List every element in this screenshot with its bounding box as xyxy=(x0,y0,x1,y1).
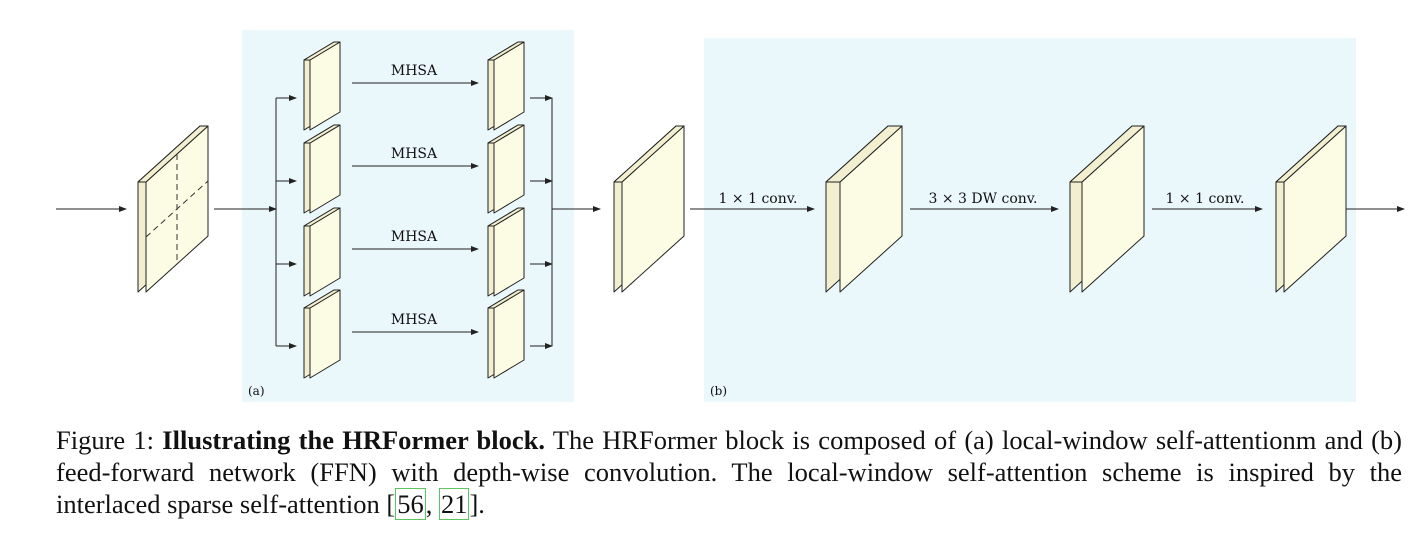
input-feature-map xyxy=(137,125,209,293)
mhsa-label-3: MHSA xyxy=(391,229,438,245)
caption-title: Illustrating the HRFormer block. xyxy=(162,425,545,455)
output-feature-map xyxy=(1275,125,1347,293)
citation-link-21[interactable]: 21 xyxy=(438,488,470,520)
branch-3: MHSA xyxy=(276,207,553,297)
panel-b-background xyxy=(704,38,1356,402)
branch-4: MHSA xyxy=(276,289,553,379)
window-partition-horizontal xyxy=(145,180,209,238)
caption-prefix: Figure 1: xyxy=(56,425,163,455)
dwconv-label: 3 × 3 DW conv. xyxy=(929,191,1038,207)
branch-2: MHSA xyxy=(276,124,553,214)
hrformer-block-diagram: MHSA MHSA MHSA xyxy=(56,30,1405,402)
mhsa-label-2: MHSA xyxy=(391,146,438,162)
citation-open: [ xyxy=(386,489,396,519)
conv2-label: 1 × 1 conv. xyxy=(1166,191,1245,207)
ffn-feature-map-1 xyxy=(825,125,903,293)
conv1-label: 1 × 1 conv. xyxy=(719,191,798,207)
figure-caption: Figure 1: Illustrating the HRFormer bloc… xyxy=(56,424,1402,520)
merged-feature-map xyxy=(613,125,685,293)
branch-1: MHSA xyxy=(276,41,553,131)
caption-body: The HRFormer block is composed of (a) lo… xyxy=(56,425,1402,519)
ffn-feature-map-2 xyxy=(1069,125,1145,293)
panel-b-label: (b) xyxy=(710,384,727,398)
mhsa-label-1: MHSA xyxy=(391,63,438,79)
panel-a-label: (a) xyxy=(248,384,265,398)
mhsa-label-4: MHSA xyxy=(391,312,438,328)
citation-separator: , xyxy=(425,489,439,519)
citation-link-56[interactable]: 56 xyxy=(395,488,426,520)
citation-close: ]. xyxy=(469,489,485,519)
